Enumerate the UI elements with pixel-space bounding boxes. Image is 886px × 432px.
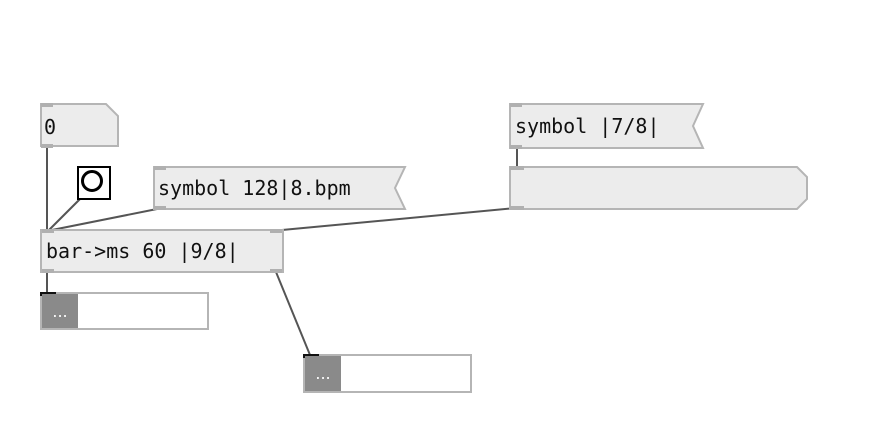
cord-bang-to-object[interactable]	[48, 196, 83, 231]
message-meter[interactable]: symbol |7/8|	[509, 103, 707, 149]
object-right-outlet[interactable]	[270, 269, 282, 273]
list-box-right[interactable]: ...	[303, 354, 472, 393]
list-box-left[interactable]: ...	[40, 292, 209, 330]
object-bar-ms[interactable]: bar->ms 60 |9/8|	[40, 229, 284, 273]
number-box-outline	[40, 103, 119, 148]
list-box-right-tag: ...	[305, 356, 341, 391]
object-left-inlet[interactable]	[42, 229, 54, 233]
list-box-left-tag: ...	[42, 294, 78, 328]
symbol-display[interactable]	[509, 166, 809, 210]
message-tempo[interactable]: symbol 128|8.bpm	[153, 166, 409, 210]
cord-tempo-to-object[interactable]	[51, 207, 163, 231]
number-box[interactable]: 0	[40, 103, 120, 148]
object-right-inlet[interactable]	[270, 229, 282, 233]
cord-object-to-right-listbox[interactable]	[275, 271, 311, 356]
message-meter-label: symbol |7/8|	[515, 114, 660, 138]
bang-button[interactable]	[77, 166, 111, 200]
message-meter-outline	[509, 103, 705, 149]
object-left-outlet[interactable]	[42, 269, 54, 273]
message-tempo-label: symbol 128|8.bpm	[158, 176, 351, 200]
symbol-display-outline	[509, 166, 808, 210]
number-box-value: 0	[44, 115, 57, 139]
object-label: bar->ms 60 |9/8|	[46, 239, 239, 263]
cord-listbox-to-object[interactable]	[281, 207, 517, 231]
bang-circle-icon	[81, 170, 103, 192]
message-tempo-outline	[153, 166, 407, 210]
